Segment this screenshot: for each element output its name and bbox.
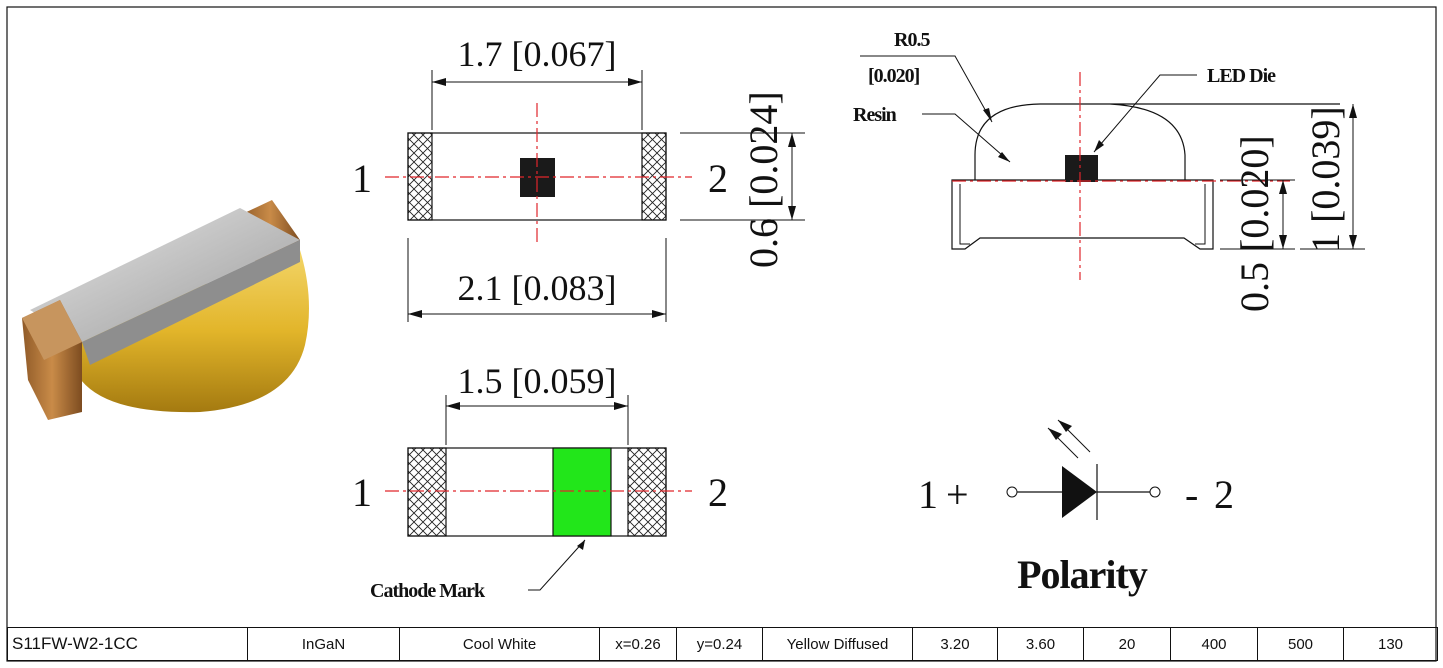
spec-value-4: 400 [1170,627,1258,661]
top-view-inner-width-label: 1.7 [0.067] [458,34,617,74]
spec-emitted-color: Cool White [399,627,600,661]
spec-table-row: S11FW-W2-1CC InGaN Cool White x=0.26 y=0… [7,627,1438,661]
top-view-total-length-label: 2.1 [0.083] [458,268,617,308]
spec-chip-material: InGaN [247,627,400,661]
top-view-pin-1: 1 [352,156,372,201]
sheet-frame [6,6,1437,662]
diode-triangle-icon [1062,466,1097,518]
emission-arrows-icon [1047,419,1091,459]
bottom-view-pad-width-label: 1.5 [0.059] [458,361,617,401]
spec-value-2: 3.60 [997,627,1084,661]
side-view-base [951,179,1214,250]
led-photo [22,200,309,420]
spec-value-5: 500 [1257,627,1344,661]
top-view: 1.7 [0.067] 2.1 [0.083] 0.6 [0.024] 1 2 [352,34,805,322]
polarity-plus: + [946,472,969,517]
side-view-resin-dome [974,103,1340,180]
led-die-label: LED Die [1207,65,1276,87]
side-view-body-height-label: 0.5 [0.020] [1232,135,1277,312]
polarity-pin-2: 2 [1214,472,1234,517]
radius-label-line2: [0.020] [868,65,920,87]
bottom-view: 1.5 [0.059] Cathode Mark 1 2 [352,361,728,602]
cathode-terminal [1149,486,1161,498]
polarity-symbol: 1 + - 2 Polarity [918,419,1234,597]
polarity-minus: - [1185,472,1198,517]
radius-label-line1: R0.5 [894,29,930,51]
spec-table: S11FW-W2-1CC InGaN Cool White x=0.26 y=0… [7,627,1438,661]
bottom-view-body [407,447,667,537]
spec-chromaticity-x: x=0.26 [599,627,677,661]
cathode-mark [552,447,612,537]
cathode-mark-label: Cathode Mark [370,580,486,602]
polarity-pin-1: 1 [918,472,938,517]
spec-value-3: 20 [1083,627,1171,661]
top-view-pin-2: 2 [708,156,728,201]
side-view-total-height-label: 1 [0.039] [1303,106,1348,253]
spec-value-1: 3.20 [912,627,998,661]
spec-part-number: S11FW-W2-1CC [7,627,248,661]
side-view: R0.5 [0.020] Resin LED Die 0.5 [0.020] 1… [853,29,1365,312]
bottom-view-pin-2: 2 [708,470,728,515]
spec-value-6: 130 [1343,627,1438,661]
resin-label: Resin [853,104,897,126]
anode-terminal [1006,486,1018,498]
side-view-led-die [1065,155,1098,182]
bottom-view-pin-1: 1 [352,470,372,515]
spec-chromaticity-y: y=0.24 [676,627,763,661]
bottom-view-right-pad [627,447,667,537]
polarity-title: Polarity [1017,552,1148,597]
spec-lens-color: Yellow Diffused [762,627,913,661]
top-view-height-label: 0.6 [0.024] [741,91,786,268]
bottom-view-left-pad [407,447,447,537]
